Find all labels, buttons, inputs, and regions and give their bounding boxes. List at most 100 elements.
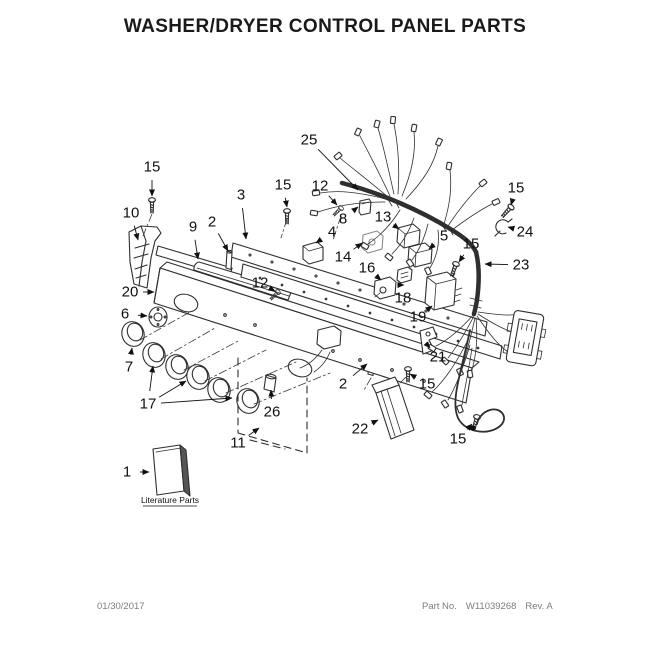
alignment-pin	[225, 249, 233, 271]
callout-leader-10	[133, 225, 140, 241]
callout-leader-12	[328, 195, 338, 206]
callout-26: 26	[264, 404, 281, 421]
screw	[283, 208, 291, 225]
standoff-8	[358, 198, 372, 216]
callout-15: 15	[450, 431, 467, 448]
callout-3: 3	[237, 187, 245, 204]
callout-19: 19	[410, 309, 427, 326]
wire-clamp	[494, 218, 513, 237]
part-number: W11039268	[465, 601, 517, 612]
callout-20: 20	[122, 284, 139, 301]
callout-leader-9	[194, 239, 200, 260]
panel-clip	[263, 373, 277, 393]
knob-flange	[148, 306, 168, 328]
callout-leader-15	[409, 373, 418, 380]
callout-9: 9	[189, 219, 197, 236]
callout-leader-23	[484, 261, 509, 268]
callout-leader-11	[248, 427, 260, 436]
callout-7: 7	[125, 359, 133, 376]
callout-6: 6	[121, 306, 129, 323]
callout-leader-6	[137, 312, 148, 319]
callout-15: 15	[144, 159, 161, 176]
callout-leader-14	[353, 242, 363, 250]
callout-leader-5	[428, 242, 436, 250]
knob-set	[121, 321, 260, 414]
callout-12: 12	[312, 178, 329, 195]
callout-22: 22	[352, 421, 369, 438]
callout-2: 2	[339, 376, 347, 393]
callout-leader-8	[351, 206, 359, 214]
callout-15: 15	[508, 180, 525, 197]
callout-21: 21	[430, 349, 447, 366]
timer-19	[424, 271, 463, 311]
callout-leader-17	[158, 380, 187, 398]
page-title: WASHER/DRYER CONTROL PANEL PARTS	[123, 16, 527, 37]
callout-leader-16	[374, 273, 382, 281]
ghost-panel	[237, 357, 308, 454]
callout-leader-15	[465, 423, 473, 431]
left-end-bracket	[128, 225, 162, 289]
knob	[142, 342, 166, 368]
part-number-label: Part No.	[422, 601, 457, 612]
callout-13: 13	[375, 209, 392, 226]
trim-rail	[193, 261, 293, 301]
callout-8: 8	[339, 211, 347, 228]
callout-leader-17	[160, 395, 233, 404]
callout-4: 4	[328, 224, 336, 241]
callout-16: 16	[359, 260, 376, 277]
knob	[207, 377, 231, 403]
callout-leader-17	[149, 365, 156, 392]
callout-5: 5	[440, 228, 448, 245]
callout-23: 23	[513, 257, 530, 274]
callout-leader-19	[425, 305, 433, 313]
knob	[121, 321, 145, 347]
callout-leader-15	[458, 254, 466, 263]
wire-harness-upper	[309, 115, 501, 276]
literature-booklet	[152, 444, 191, 497]
knob	[165, 354, 189, 380]
callout-leader-2	[352, 363, 368, 377]
revision-date: 01/30/2017	[97, 601, 145, 612]
rotary-switch-lower	[299, 325, 342, 373]
callout-leader-15	[509, 197, 516, 206]
callout-leader-3	[242, 207, 249, 240]
callout-10: 10	[123, 205, 140, 222]
end-cap	[371, 376, 415, 440]
screw	[499, 202, 516, 220]
callout-1: 1	[123, 464, 131, 481]
callout-25: 25	[301, 132, 318, 149]
callout-leader-22	[370, 419, 379, 426]
callout-15: 15	[463, 236, 480, 253]
callout-17: 17	[140, 396, 157, 413]
callout-leader-21	[423, 341, 431, 349]
part-number-line: Part No. W11039268 Rev. A	[422, 601, 562, 612]
revision: Rev. A	[525, 601, 553, 612]
callout-leader-2	[217, 233, 229, 252]
literature-parts-label: Literature Parts	[141, 495, 199, 505]
callout-15: 15	[275, 177, 292, 194]
callout-leader-7	[128, 347, 134, 355]
wire-harness-right	[423, 249, 547, 433]
console-panel	[153, 261, 480, 404]
switch-5	[407, 242, 433, 268]
callout-15: 15	[419, 376, 436, 393]
callout-leader-15	[282, 197, 289, 208]
knob	[236, 388, 260, 414]
callout-leader-13	[391, 222, 400, 230]
callout-leader-25	[317, 148, 359, 191]
screw	[148, 197, 156, 214]
callout-14: 14	[335, 249, 352, 266]
connector-18	[396, 266, 413, 284]
callout-18: 18	[395, 290, 412, 307]
callout-2: 2	[208, 214, 216, 231]
rotary-switch-16	[373, 276, 397, 300]
harness-connector	[502, 310, 547, 367]
knob	[186, 364, 210, 390]
switch-4	[302, 241, 324, 265]
callout-12: 12	[252, 275, 269, 292]
callout-24: 24	[517, 224, 534, 241]
callout-leader-12	[267, 285, 276, 292]
